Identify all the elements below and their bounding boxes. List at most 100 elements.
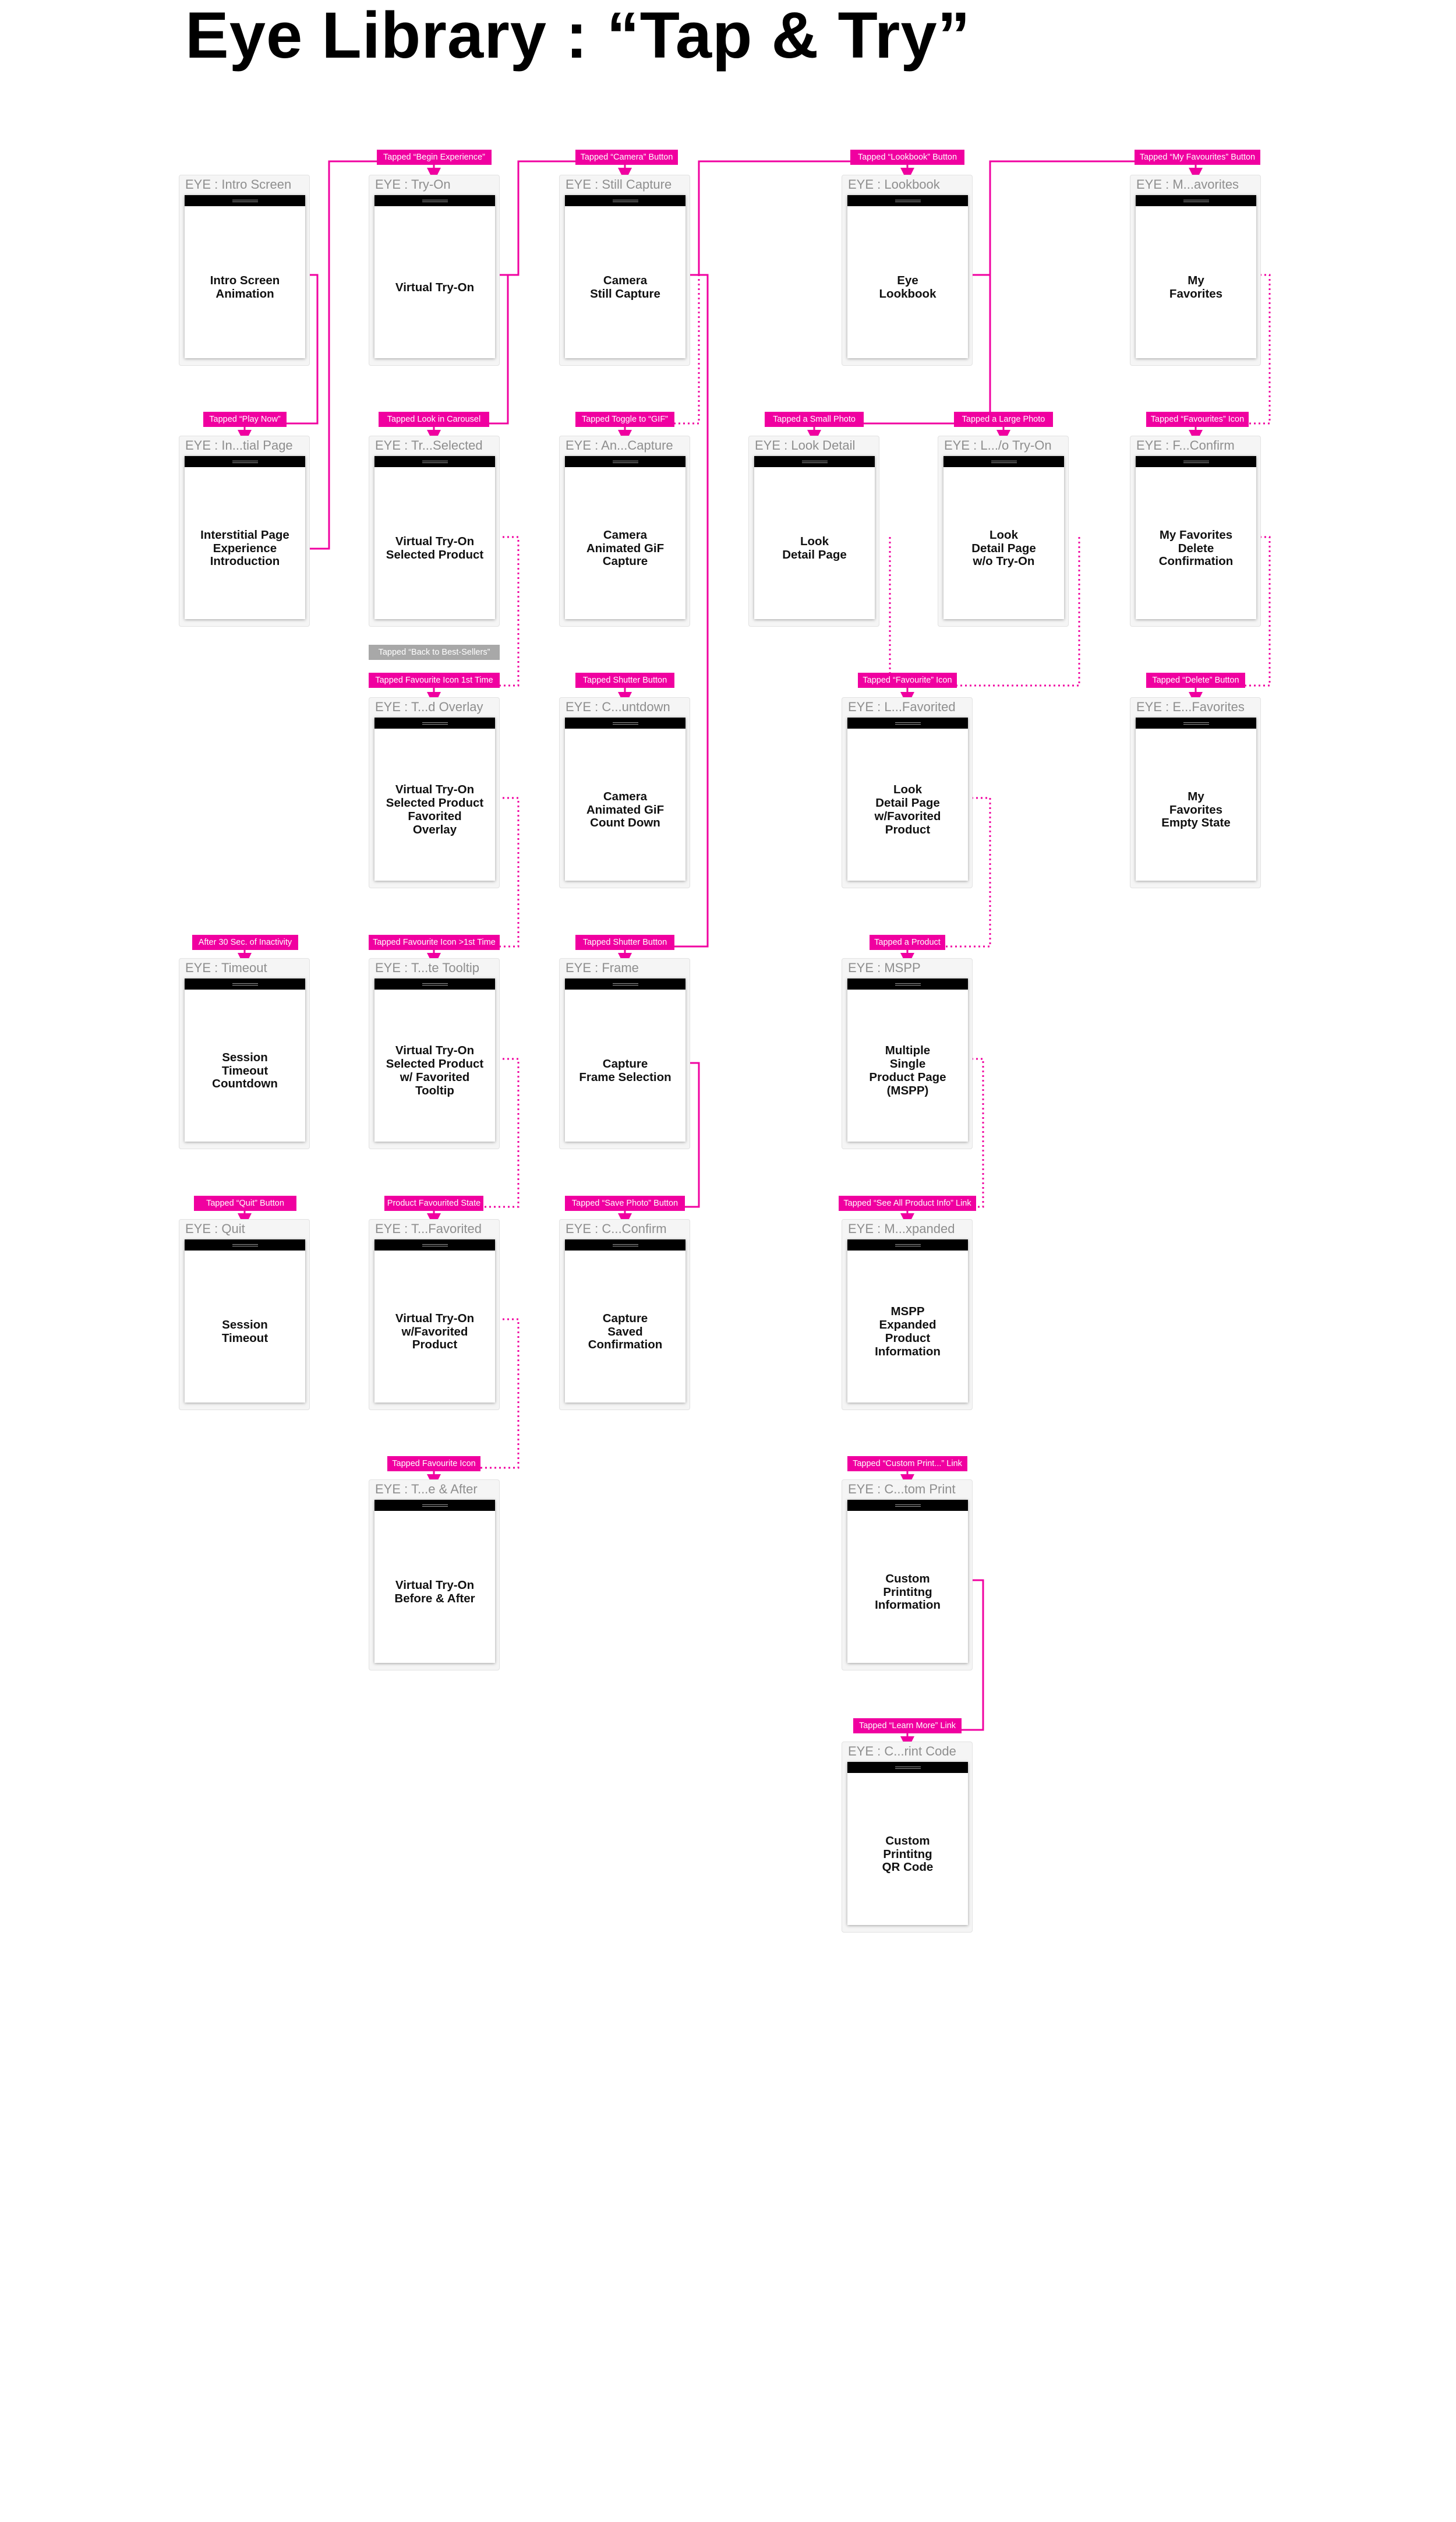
brand-logo-icon <box>895 1244 921 1246</box>
screen-thumbnail: Camera Animated GiF Capture <box>565 456 685 619</box>
screen-label: Virtual Try-On Before & After <box>394 1578 475 1605</box>
screen-thumbnail: Virtual Try-On w/Favorited Product <box>374 1239 495 1403</box>
screen-card-gif-capture[interactable]: EYE : An...Capture Camera Animated GiF C… <box>559 436 690 627</box>
screen-card-mspp-expanded[interactable]: EYE : M...xpanded MSPP Expanded Product … <box>842 1219 973 1410</box>
connector-small-to-favorite-icon <box>889 537 907 687</box>
screen-title: EYE : C...untdown <box>566 700 670 714</box>
screen-label: My Favorites Empty State <box>1161 789 1231 830</box>
transition-tag: Tapped “Delete” Button <box>1146 673 1245 688</box>
brand-header <box>185 456 305 467</box>
screen-label: Camera Still Capture <box>590 274 660 301</box>
screen-thumbnail: Look Detail Page w/o Try-On <box>943 456 1064 619</box>
screen-title: EYE : Quit <box>185 1221 245 1236</box>
screen-label: Virtual Try-On w/Favorited Product <box>395 1311 475 1352</box>
transition-tag: Tapped Look in Carousel <box>379 412 489 427</box>
screen-title: EYE : Look Detail <box>755 438 856 453</box>
screen-title: EYE : T...te Tooltip <box>375 960 479 975</box>
transition-tag: Tapped Shutter Button <box>575 673 674 688</box>
screen-thumbnail: Interstitial Page Experience Introductio… <box>185 456 305 619</box>
screen-card-tryon-selected[interactable]: EYE : Tr...Selected Virtual Try-On Selec… <box>369 436 500 627</box>
brand-logo-icon <box>612 983 638 986</box>
transition-tag: Tapped “Save Photo” Button <box>565 1196 685 1211</box>
brand-header <box>565 456 685 467</box>
screen-label: Capture Frame Selection <box>579 1057 672 1084</box>
screen-card-lookbook[interactable]: EYE : Lookbook Eye Lookbook <box>842 175 973 366</box>
brand-header <box>847 1239 968 1251</box>
screen-card-mspp[interactable]: EYE : MSPP Multiple Single Product Page … <box>842 958 973 1149</box>
screen-label: Camera Animated GiF Count Down <box>586 789 665 830</box>
brand-logo-icon <box>422 983 448 986</box>
brand-header <box>943 456 1064 467</box>
screen-card-custom-print[interactable]: EYE : C...tom Print Custom Printitng Inf… <box>842 1479 973 1670</box>
brand-logo-icon <box>232 460 258 463</box>
screen-thumbnail: MSPP Expanded Product Information <box>847 1239 968 1403</box>
brand-header <box>847 718 968 729</box>
screen-card-tryon-tooltip[interactable]: EYE : T...te Tooltip Virtual Try-On Sele… <box>369 958 500 1149</box>
screen-label: Look Detail Page <box>782 535 847 561</box>
screen-label: Virtual Try-On <box>395 280 475 294</box>
screen-label: Session Timeout Countdown <box>212 1050 278 1091</box>
screen-thumbnail: Custom Printitng QR Code <box>847 1762 968 1925</box>
brand-header <box>374 718 495 729</box>
screen-card-tryon-favorited[interactable]: EYE : T...Favorited Virtual Try-On w/Fav… <box>369 1219 500 1410</box>
brand-logo-icon <box>232 983 258 986</box>
screen-thumbnail: Eye Lookbook <box>847 195 968 358</box>
screen-card-fav-empty[interactable]: EYE : E...Favorites My Favorites Empty S… <box>1130 697 1261 888</box>
screen-card-capture-confirm[interactable]: EYE : C...Confirm Capture Saved Confirma… <box>559 1219 690 1410</box>
brand-logo-icon <box>895 983 921 986</box>
brand-header <box>374 195 495 206</box>
screen-card-tryon[interactable]: EYE : Try-On Virtual Try-On <box>369 175 500 366</box>
brand-header <box>847 1762 968 1773</box>
screen-card-tryon-overlay[interactable]: EYE : T...d Overlay Virtual Try-On Selec… <box>369 697 500 888</box>
screen-label: Intro Screen Animation <box>210 274 280 301</box>
screen-thumbnail: Virtual Try-On Selected Product Favorite… <box>374 718 495 881</box>
transition-tag: Tapped “Favourites” Icon <box>1146 412 1249 427</box>
screen-label: Custom Printitng QR Code <box>882 1834 934 1874</box>
brand-header <box>374 456 495 467</box>
screen-title: EYE : T...e & After <box>375 1482 478 1496</box>
screen-card-timeout[interactable]: EYE : Timeout Session Timeout Countdown <box>179 958 310 1149</box>
screen-thumbnail: My Favorites Delete Confirmation <box>1136 456 1256 619</box>
screen-title: EYE : T...d Overlay <box>375 700 483 714</box>
brand-header <box>847 195 968 206</box>
screen-card-frame[interactable]: EYE : Frame Capture Frame Selection <box>559 958 690 1149</box>
brand-logo-icon <box>422 199 448 202</box>
screen-title: EYE : Still Capture <box>566 177 672 192</box>
screen-thumbnail: Multiple Single Product Page (MSPP) <box>847 979 968 1142</box>
brand-logo-icon <box>895 722 921 725</box>
brand-logo-icon <box>1183 722 1209 725</box>
screen-card-print-code[interactable]: EYE : C...rint Code Custom Printitng QR … <box>842 1742 973 1933</box>
brand-header <box>754 456 875 467</box>
screen-card-look-no-tryon[interactable]: EYE : L.../o Try-On Look Detail Page w/o… <box>938 436 1069 627</box>
screen-thumbnail: Look Detail Page <box>754 456 875 619</box>
brand-header <box>1136 718 1256 729</box>
connector-look-favorited-to-product <box>907 797 991 948</box>
transition-tag: Tapped “My Favourites” Button <box>1135 150 1260 165</box>
screen-title: EYE : E...Favorites <box>1136 700 1245 714</box>
screen-title: EYE : L...Favorited <box>848 700 956 714</box>
screen-label: Interstitial Page Experience Introductio… <box>200 528 289 568</box>
page-title: Eye Library : “Tap & Try” <box>185 0 971 72</box>
screen-card-favorites[interactable]: EYE : M...avorites My Favorites <box>1130 175 1261 366</box>
screen-thumbnail: Camera Animated GiF Count Down <box>565 718 685 881</box>
screen-title: EYE : Intro Screen <box>185 177 292 192</box>
brand-header <box>565 718 685 729</box>
screen-thumbnail: Camera Still Capture <box>565 195 685 358</box>
screen-card-intro[interactable]: EYE : Intro Screen Intro Screen Animatio… <box>179 175 310 366</box>
transition-tag: Product Favourited State <box>384 1196 483 1211</box>
screen-title: EYE : Tr...Selected <box>375 438 483 453</box>
screen-label: Virtual Try-On Selected Product <box>386 535 484 561</box>
screen-card-countdown[interactable]: EYE : C...untdown Camera Animated GiF Co… <box>559 697 690 888</box>
brand-logo-icon <box>232 199 258 202</box>
screen-card-quit[interactable]: EYE : Quit Session Timeout <box>179 1219 310 1410</box>
screen-card-look-detail[interactable]: EYE : Look Detail Look Detail Page <box>748 436 879 627</box>
transition-tag: Tapped “Favourite” Icon <box>858 673 957 688</box>
screen-card-tryon-before-after[interactable]: EYE : T...e & After Virtual Try-On Befor… <box>369 1479 500 1670</box>
screen-card-look-favorited[interactable]: EYE : L...Favorited Look Detail Page w/F… <box>842 697 973 888</box>
screen-card-fav-confirm[interactable]: EYE : F...Confirm My Favorites Delete Co… <box>1130 436 1261 627</box>
screen-card-interstitial[interactable]: EYE : In...tial Page Interstitial Page E… <box>179 436 310 627</box>
transition-tag: Tapped “Camera” Button <box>575 150 678 165</box>
screen-title: EYE : F...Confirm <box>1136 438 1235 453</box>
screen-card-still-capture[interactable]: EYE : Still Capture Camera Still Capture <box>559 175 690 366</box>
screen-title: EYE : An...Capture <box>566 438 673 453</box>
